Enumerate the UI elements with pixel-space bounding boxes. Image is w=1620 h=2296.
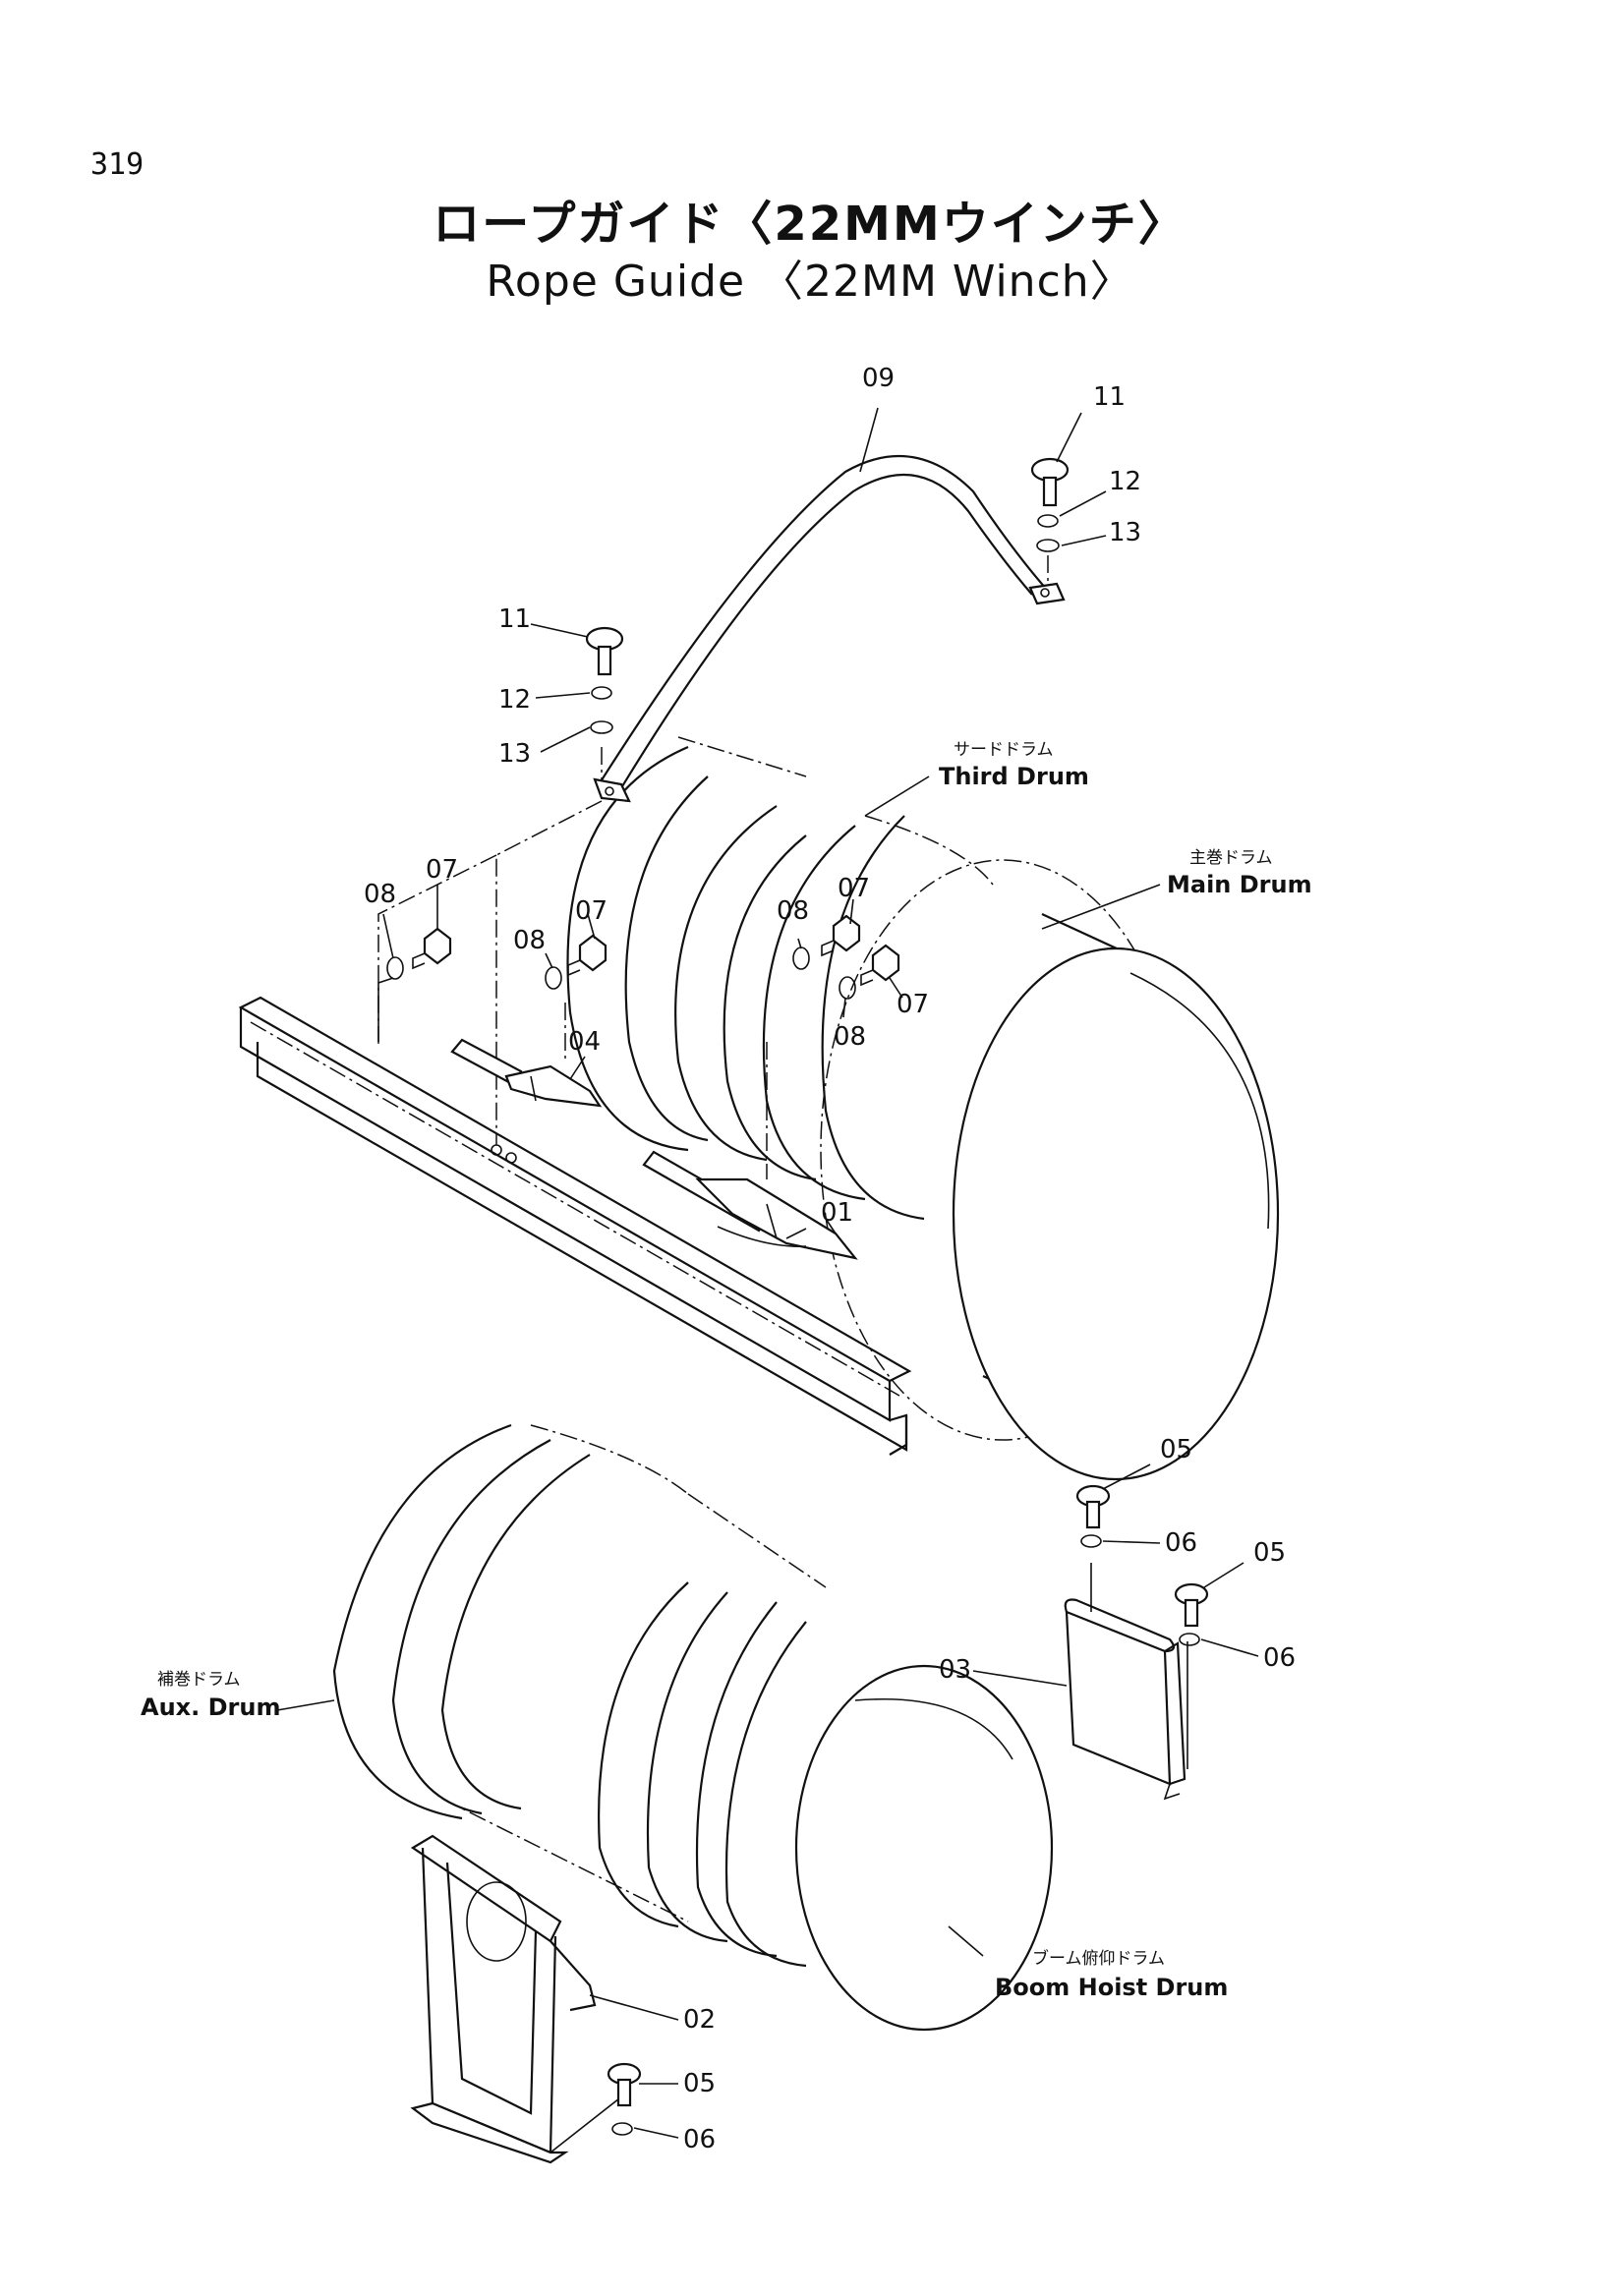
guide-01 xyxy=(642,1042,858,1260)
callout-13-left: 13 xyxy=(498,739,531,769)
callout-05-a: 05 xyxy=(1160,1435,1192,1464)
callout-12-right: 12 xyxy=(1109,467,1141,496)
bolt-11-left xyxy=(585,626,624,781)
bracket-02 xyxy=(410,1834,625,2164)
callout-11-left: 11 xyxy=(498,604,531,634)
callout-12-left: 12 xyxy=(498,685,531,715)
callout-08-a: 08 xyxy=(364,880,396,909)
label-boom-hoist-drum-en: Boom Hoist Drum xyxy=(995,1974,1228,2001)
label-aux-drum-jp: 補巻ドラム xyxy=(157,1670,241,1690)
main-drum xyxy=(820,859,1280,1481)
third-drum xyxy=(566,736,994,1221)
bolt-07-set-b xyxy=(545,934,608,990)
callout-01: 01 xyxy=(821,1198,853,1228)
page-title-jp: ロープガイド〈22MMウインチ〉 xyxy=(433,197,1187,252)
bolt-07-set-d xyxy=(839,944,900,1000)
boom-hoist-drum xyxy=(598,1581,1054,2032)
callout-06-a: 06 xyxy=(1165,1528,1197,1558)
bolt-05-c xyxy=(607,2062,642,2136)
callout-06-c: 06 xyxy=(683,2125,716,2154)
callout-13-right: 13 xyxy=(1109,518,1141,547)
callout-08-c: 08 xyxy=(777,896,809,926)
callout-07-b: 07 xyxy=(575,896,608,926)
callout-02: 02 xyxy=(683,2005,716,2035)
callout-05-b: 05 xyxy=(1253,1538,1286,1568)
page-number: 319 xyxy=(90,147,145,182)
rope-guide-bar-09 xyxy=(593,454,1066,803)
callout-09: 09 xyxy=(862,364,895,393)
label-third-drum-jp: サードドラム xyxy=(954,740,1054,760)
label-boom-hoist-drum-jp: ブーム俯仰ドラム xyxy=(1032,1948,1165,1969)
rail-channel xyxy=(238,996,912,1456)
cover-03 xyxy=(1064,1563,1188,1801)
callout-03: 03 xyxy=(939,1655,971,1685)
bolt-05-a xyxy=(1075,1484,1111,1548)
callout-08-b: 08 xyxy=(513,926,546,955)
callout-04: 04 xyxy=(568,1027,601,1057)
label-third-drum-en: Third Drum xyxy=(939,763,1089,790)
bolt-07-set-a xyxy=(386,927,452,980)
guide-04 xyxy=(450,1003,603,1108)
callout-05-c: 05 xyxy=(683,2069,716,2098)
callout-07-c: 07 xyxy=(838,874,870,903)
callout-07-a: 07 xyxy=(426,855,458,885)
leader-lines xyxy=(276,407,1259,2139)
bolt-05-b xyxy=(1174,1582,1209,1646)
bolt-11-right xyxy=(1030,457,1070,585)
callout-08-d: 08 xyxy=(834,1022,866,1052)
label-main-drum-jp: 主巻ドラム xyxy=(1189,848,1273,868)
label-main-drum-en: Main Drum xyxy=(1167,871,1312,898)
callout-07-d: 07 xyxy=(897,990,929,1019)
callout-11-right: 11 xyxy=(1093,382,1126,412)
aux-drum xyxy=(332,1423,827,1923)
label-aux-drum-en: Aux. Drum xyxy=(141,1693,280,1721)
page-title-en: Rope Guide 〈22MM Winch〉 xyxy=(486,257,1134,307)
callout-06-b: 06 xyxy=(1263,1643,1296,1673)
